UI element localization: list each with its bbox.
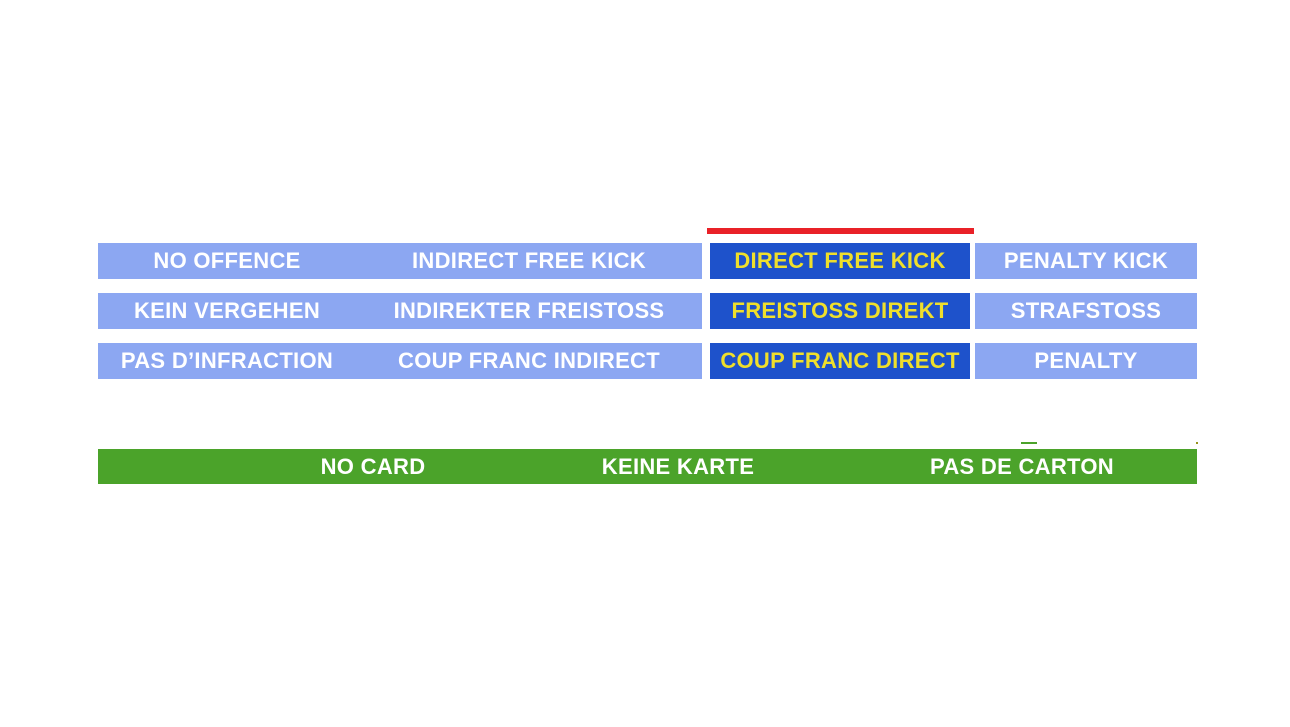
card-option-keine-karte[interactable]: KEINE KARTE	[601, 454, 755, 479]
decision-cell-coup-franc-indirect[interactable]: COUP FRANC INDIRECT	[398, 348, 660, 373]
decision-row-english-left-segment: NO OFFENCE INDIRECT FREE KICK	[98, 243, 702, 279]
decision-row-english: NO OFFENCE INDIRECT FREE KICK DIRECT FRE…	[0, 243, 1290, 279]
decision-cell-penalty-kick[interactable]: PENALTY KICK	[975, 243, 1197, 279]
card-bar-tick-mark	[1021, 442, 1037, 444]
decision-cell-indirect-free-kick[interactable]: INDIRECT FREE KICK	[412, 248, 646, 273]
decision-row-german-left-segment: KEIN VERGEHEN INDIREKTER FREISTOSS	[98, 293, 702, 329]
selection-indicator-bar	[707, 228, 974, 234]
decision-cell-kein-vergehen[interactable]: KEIN VERGEHEN	[133, 298, 321, 323]
decision-row-french: PAS D’INFRACTION COUP FRANC INDIRECT COU…	[0, 343, 1290, 379]
decision-row-french-left-segment: PAS D’INFRACTION COUP FRANC INDIRECT	[98, 343, 702, 379]
decision-row-german: KEIN VERGEHEN INDIREKTER FREISTOSS FREIS…	[0, 293, 1290, 329]
card-option-no-card[interactable]: NO CARD	[320, 454, 426, 479]
decision-cell-coup-franc-direct-selected[interactable]: COUP FRANC DIRECT	[710, 343, 970, 379]
decision-cell-direct-free-kick-selected[interactable]: DIRECT FREE KICK	[710, 243, 970, 279]
decision-cell-no-offence[interactable]: NO OFFENCE	[153, 248, 301, 273]
decision-cell-freistoss-direkt-selected[interactable]: FREISTOSS DIREKT	[710, 293, 970, 329]
decision-cell-indirekter-freistoss[interactable]: INDIREKTER FREISTOSS	[393, 298, 665, 323]
card-option-pas-de-carton[interactable]: PAS DE CARTON	[930, 454, 1114, 479]
card-decision-bar: NO CARD KEINE KARTE PAS DE CARTON	[98, 449, 1197, 484]
decision-cell-penalty[interactable]: PENALTY	[975, 343, 1197, 379]
card-bar-corner-dot	[1196, 442, 1198, 444]
decision-cell-strafstoss[interactable]: STRAFSTOSS	[975, 293, 1197, 329]
decision-cell-pas-dinfraction[interactable]: PAS D’INFRACTION	[120, 348, 334, 373]
